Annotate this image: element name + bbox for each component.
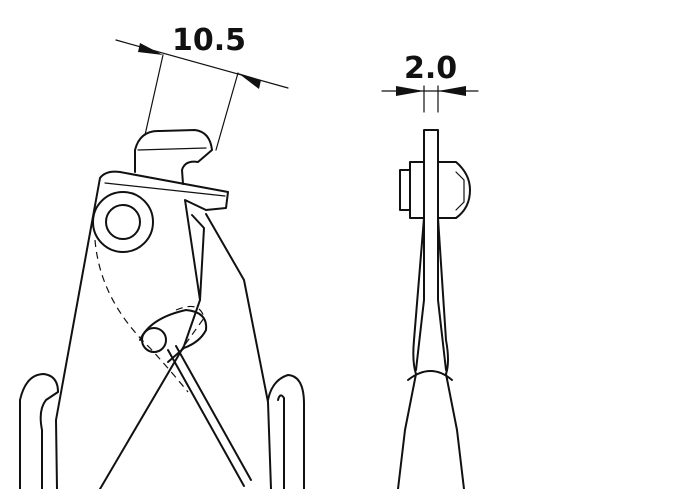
hidden-line-2 [175, 305, 205, 347]
dimension-label-jaw-length: 10.5 [172, 23, 246, 58]
spring-wire-2 [175, 345, 252, 481]
left-grip [19, 373, 59, 489]
pivot-screw-outer [92, 191, 154, 253]
side-handle-right [437, 217, 465, 489]
dimension-jaw-length: 10.5 [115, 23, 289, 151]
hidden-line-1 [94, 239, 189, 393]
dimension-label-jaw-thickness: 2.0 [404, 51, 457, 86]
jaw-hook-edge [137, 147, 207, 151]
side-handle-cap [407, 370, 453, 381]
spring-leaf [139, 309, 208, 363]
right-handle [191, 213, 272, 489]
jaw-upper-blade [104, 182, 226, 197]
spring-wire-1 [167, 349, 245, 487]
side-view: 2.0 [381, 51, 479, 489]
pivot-screw-inner [105, 204, 141, 240]
side-handle-left [397, 217, 425, 489]
jaw-hook [134, 129, 213, 185]
side-screw-left [399, 161, 425, 219]
side-nut-detail [455, 171, 465, 211]
left-handle [55, 170, 229, 489]
right-grip [267, 374, 305, 489]
front-view: 10.5 [19, 23, 305, 489]
dimension-jaw-thickness: 2.0 [381, 51, 479, 113]
side-nut-right [437, 161, 471, 219]
